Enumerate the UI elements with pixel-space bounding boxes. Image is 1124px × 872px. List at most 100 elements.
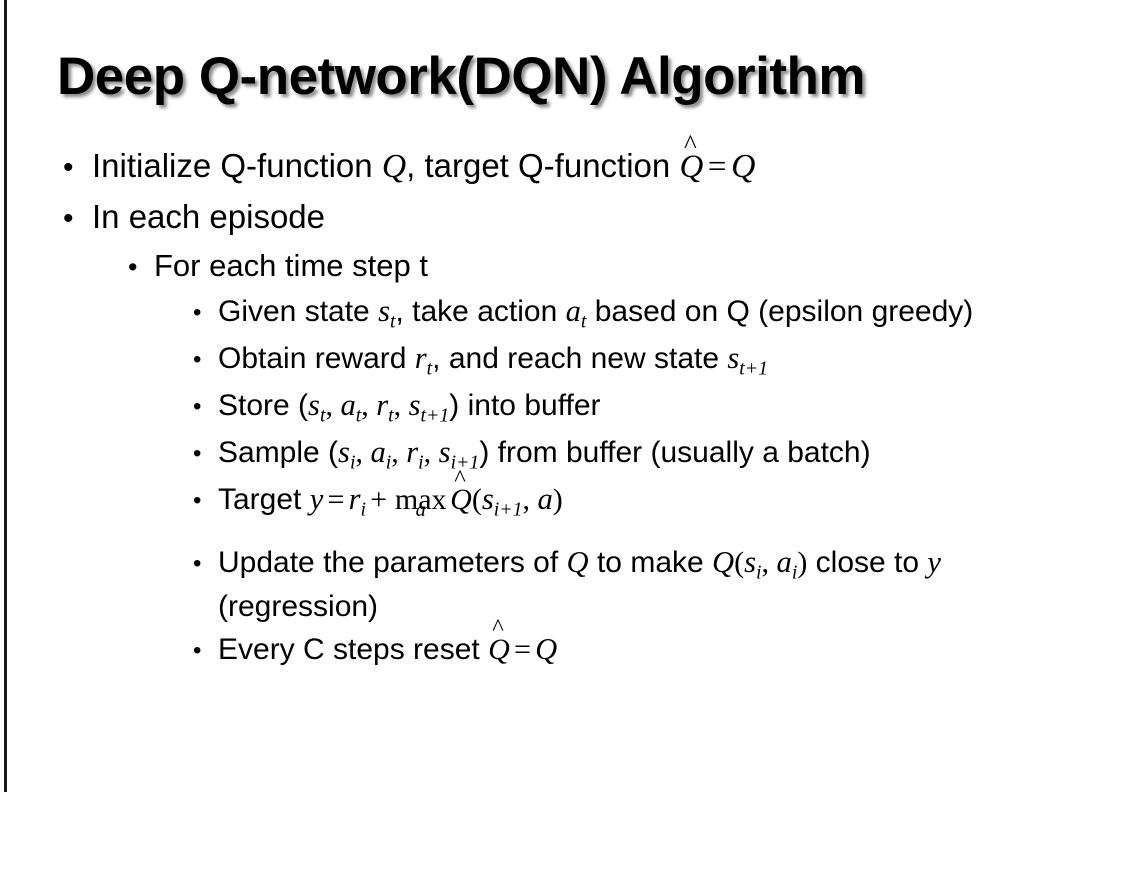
text-fragment: Initialize Q-function <box>92 147 382 184</box>
slide-title: Deep Q-network(DQN) Algorithm <box>57 47 865 106</box>
math-comma: , <box>325 389 341 423</box>
bullet-dot-icon: • <box>193 440 202 468</box>
bullet-obtain-reward-text: Obtain reward rt, and reach new state st… <box>218 339 1124 382</box>
text-fragment: ) from buffer (usually a batch) <box>479 436 871 470</box>
text-fragment: Target <box>218 483 310 517</box>
math-max-label: max <box>394 483 447 517</box>
math-comma: , <box>361 389 377 423</box>
math-comma: , <box>423 436 439 470</box>
bullet-obtain-reward: • Obtain reward rt, and reach new state … <box>0 339 1124 382</box>
bullet-reset-target-network: • Every C steps reset ^Q=Q <box>0 615 1124 670</box>
math-equals: = <box>327 483 345 517</box>
math-sub-r: i <box>360 498 367 521</box>
math-var-s: s <box>481 482 494 517</box>
math-var-q-hat: ^Q <box>488 615 510 669</box>
math-equals: = <box>513 632 531 666</box>
math-var-y: y <box>309 482 324 517</box>
math-paren-open: ( <box>734 546 745 580</box>
math-var-q-base: Q <box>488 632 510 666</box>
math-var-s1: s <box>308 388 320 423</box>
math-sub-r: t <box>426 357 433 380</box>
text-fragment: Obtain reward <box>218 342 415 376</box>
math-sub-a: i <box>791 561 798 584</box>
math-sub-r: i <box>418 451 424 474</box>
math-var-q-hat: ^Q <box>450 466 472 519</box>
math-var-q-base: Q <box>679 149 704 185</box>
math-var-q2: Q <box>731 148 756 185</box>
math-var-s1: s <box>338 435 350 470</box>
math-var-a: a <box>340 388 356 423</box>
bullet-dot-icon: • <box>193 550 202 578</box>
text-fragment: Update the parameters of <box>218 546 567 580</box>
bullet-given-state: • Given state st, take action at based o… <box>0 292 1124 335</box>
text-fragment: Store ( <box>218 389 309 423</box>
math-var-q-hat: ^Q <box>679 130 704 188</box>
math-sub-s: t <box>389 310 396 333</box>
math-sub-s2: i+1 <box>450 451 480 474</box>
bullet-in-each-episode-text: In each episode <box>92 198 326 236</box>
math-paren-close: ) <box>552 483 563 517</box>
math-var-s: s <box>744 545 757 580</box>
text-fragment: (regression) <box>218 589 379 623</box>
text-fragment: close to <box>807 546 928 580</box>
bullet-reset-text: Every C steps reset ^Q=Q <box>218 615 1124 670</box>
bullet-store-text: Store (st, at, rt, st+1) into buffer <box>218 386 1124 429</box>
math-var-r: r <box>406 435 419 470</box>
math-sub-s1: i <box>349 451 356 474</box>
math-paren-close: ) <box>797 546 808 580</box>
hat-accent-icon: ^ <box>683 128 697 159</box>
bullet-sample-text: Sample (si, ai, ri, si+1) from buffer (u… <box>218 433 1124 476</box>
math-comma: , <box>761 546 777 580</box>
math-var-a: a <box>370 435 386 470</box>
math-var-a: a <box>565 294 581 329</box>
text-fragment: , and reach new state <box>432 342 728 376</box>
bullet-for-each-time-step: • For each time step t <box>0 246 1124 286</box>
math-sub-a: t <box>580 310 587 333</box>
math-sub-s1: t <box>319 404 326 427</box>
math-equals: = <box>707 149 727 185</box>
math-var-a: a <box>537 482 553 517</box>
math-var-q2: Q <box>712 545 735 580</box>
bullet-for-each-time-step-text: For each time step t <box>154 248 428 284</box>
left-accent-rule <box>4 0 7 792</box>
text-fragment: ) into buffer <box>449 389 601 423</box>
hat-accent-icon: ^ <box>454 464 466 492</box>
bullet-dot-icon: • <box>63 202 74 236</box>
bullet-update: • Update the parameters of Q to make Q(s… <box>0 543 1124 625</box>
math-var-s2: s <box>438 435 451 470</box>
bullet-dot-icon: • <box>193 393 202 421</box>
text-fragment: Every C steps reset <box>218 632 489 666</box>
text-fragment: Given state <box>218 295 379 329</box>
bullet-initialize: • Initialize Q-function Q, target Q-func… <box>0 130 1124 188</box>
text-fragment: to make <box>588 546 713 580</box>
slide-body: • Initialize Q-function Q, target Q-func… <box>0 130 1124 673</box>
bullet-dot-icon: • <box>193 299 202 327</box>
math-var-a: a <box>776 545 792 580</box>
text-fragment: , take action <box>395 295 566 329</box>
math-var-q: Q <box>381 148 407 185</box>
math-sub-a: t <box>355 404 362 427</box>
math-var-s: s <box>727 341 740 376</box>
bullet-store: • Store (st, at, rt, st+1) into buffer <box>0 386 1124 429</box>
math-var-q: Q <box>535 631 558 666</box>
math-sub-a: i <box>385 451 392 474</box>
bullet-in-each-episode: • In each episode <box>0 196 1124 238</box>
math-var-q-base: Q <box>450 483 472 517</box>
bullet-dot-icon: • <box>193 346 202 374</box>
math-sub-s: i <box>756 561 762 584</box>
math-sub-s: t+1 <box>739 357 769 380</box>
math-var-q1: Q <box>566 545 589 580</box>
bullet-given-state-text: Given state st, take action at based on … <box>218 292 1124 335</box>
text-fragment: Sample ( <box>218 436 339 470</box>
math-var-y: y <box>927 545 941 580</box>
math-var-r: r <box>376 388 389 423</box>
math-var-s: s <box>378 294 390 329</box>
math-var-r: r <box>414 341 427 376</box>
math-var-s2: s <box>408 388 421 423</box>
math-sub-s2: t+1 <box>420 404 450 427</box>
math-comma: , <box>522 483 538 517</box>
